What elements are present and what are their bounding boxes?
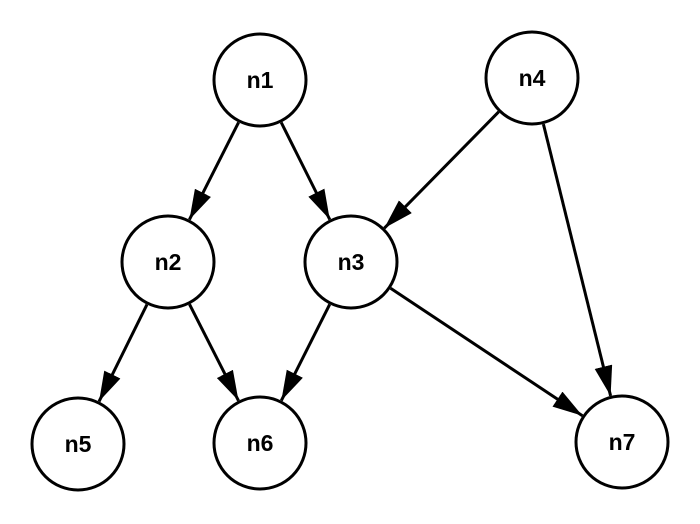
node-circle-n5 bbox=[30, 396, 126, 492]
node-n5: n5 bbox=[30, 396, 126, 492]
node-n2: n2 bbox=[120, 214, 216, 310]
edge-n3-n6 bbox=[279, 303, 332, 402]
node-circle-n7 bbox=[574, 394, 670, 490]
node-label-n2: n2 bbox=[155, 249, 182, 275]
node-circle-n1 bbox=[212, 32, 308, 128]
node-n3: n3 bbox=[303, 214, 399, 310]
node-circle-n3 bbox=[303, 214, 399, 310]
node-label-n1: n1 bbox=[247, 67, 274, 93]
edge-n2-n6 bbox=[188, 303, 240, 402]
node-n4: n4 bbox=[484, 30, 580, 126]
node-label-n6: n6 bbox=[247, 430, 274, 456]
node-n7: n7 bbox=[574, 394, 670, 490]
edge-n1-n2 bbox=[188, 121, 240, 221]
node-circle-n6 bbox=[212, 395, 308, 491]
node-label-n5: n5 bbox=[65, 431, 92, 457]
node-circle-n2 bbox=[120, 214, 216, 310]
node-circle-n4 bbox=[484, 30, 580, 126]
node-n6: n6 bbox=[212, 395, 308, 491]
edge-n1-n3 bbox=[279, 121, 332, 221]
node-n1: n1 bbox=[212, 32, 308, 128]
edge-n3-n7 bbox=[389, 287, 584, 417]
edge-n2-n5 bbox=[97, 303, 149, 403]
edge-n4-n3 bbox=[383, 110, 500, 230]
node-label-n3: n3 bbox=[338, 249, 365, 275]
edge-n4-n7 bbox=[541, 123, 613, 397]
node-label-n4: n4 bbox=[519, 65, 546, 91]
node-label-n7: n7 bbox=[609, 429, 636, 455]
